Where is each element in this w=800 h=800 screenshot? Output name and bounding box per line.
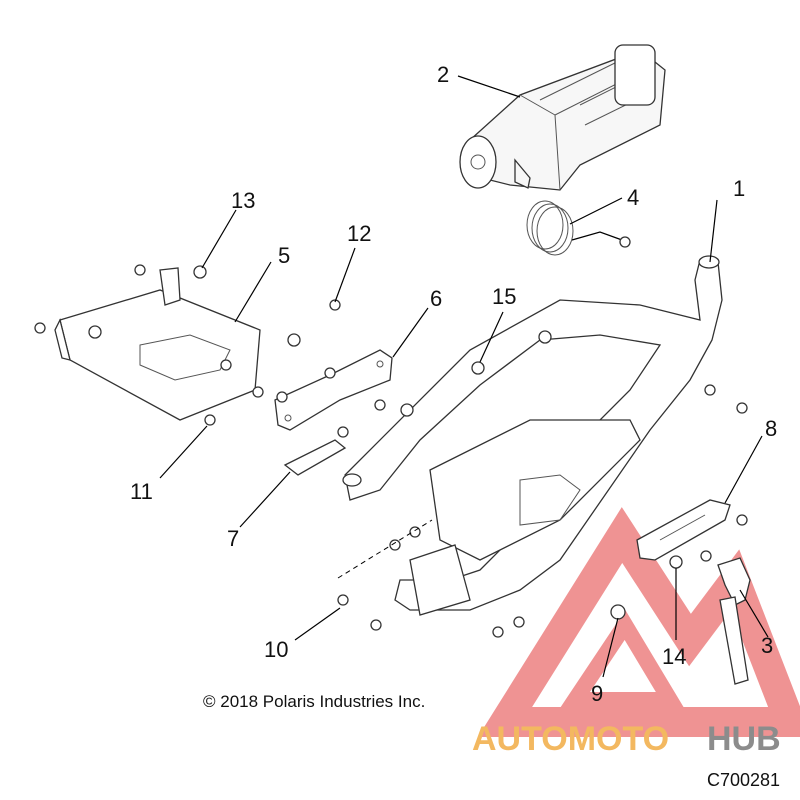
link-bar [283,439,347,476]
winch [459,44,666,191]
callout-15: 15 [492,284,516,309]
copyright-text: © 2018 Polaris Industries Inc. [203,692,425,711]
callout-11: 11 [130,479,153,504]
callout-12: 12 [347,221,371,246]
leader-lines [159,75,769,678]
fairlead [636,499,731,561]
callout-3: 3 [761,633,773,658]
bracket [274,349,393,431]
callout-6: 6 [430,286,442,311]
mount-plate [54,267,261,421]
fasteners [34,264,748,638]
callout-2: 2 [437,62,449,87]
callout-9: 9 [591,681,603,706]
callout-1: 1 [733,176,745,201]
watermark-logo [477,507,800,737]
watermark-part1: AUTOMOTO [472,720,669,758]
callout-5: 5 [278,243,290,268]
dashed-leader [337,519,433,579]
watermark-part2: HUB [707,720,781,758]
callout-14: 14 [662,644,686,669]
watermark-text: AUTOMOTO HUB [472,720,781,758]
callout-labels: 1 2 3 4 5 6 7 8 9 10 11 12 13 14 15 [130,62,777,706]
winch-cable [526,200,631,256]
callout-8: 8 [765,416,777,441]
bumper [342,255,723,616]
callout-7: 7 [227,526,239,551]
callout-13: 13 [231,188,255,213]
callout-10: 10 [264,637,288,662]
diagram-code: C700281 [707,770,780,790]
callout-4: 4 [627,185,639,210]
